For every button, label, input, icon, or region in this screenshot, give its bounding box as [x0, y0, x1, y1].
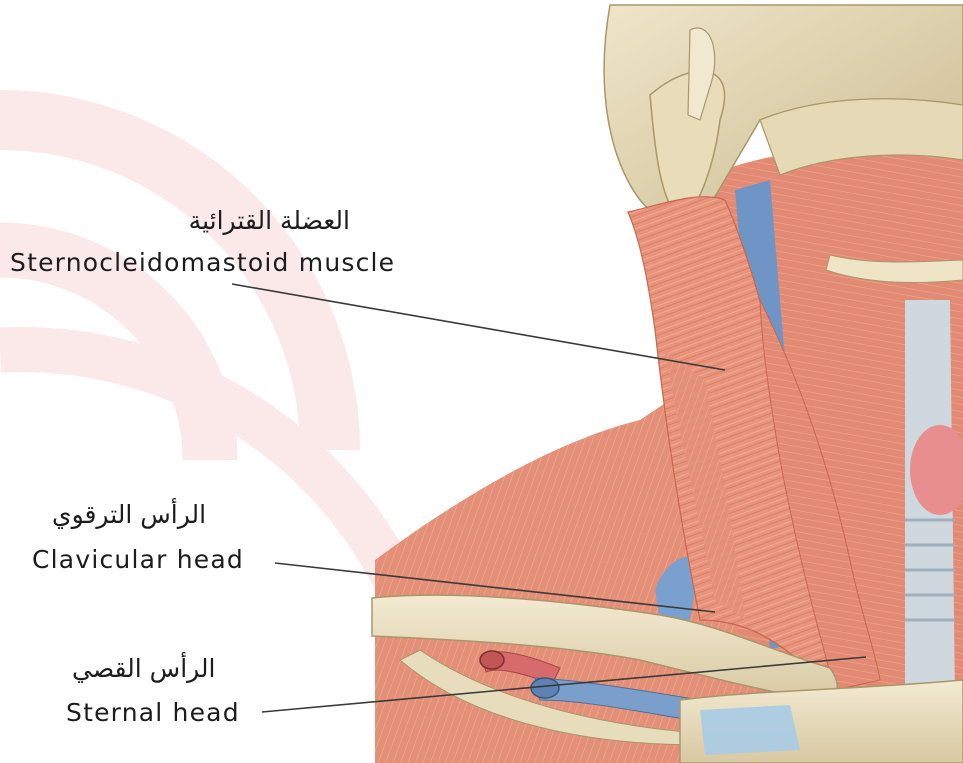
label-sternal-head-english: Sternal head: [66, 698, 240, 727]
label-sternal-head-arabic: الرأس القصي: [72, 654, 216, 683]
label-sternocleidomastoid-arabic: العضلة القترائية: [189, 206, 350, 235]
label-sternocleidomastoid-english: Sternocleidomastoid muscle: [10, 248, 395, 277]
sternoclavicular-joint-disc: [700, 705, 800, 755]
label-clavicular-head-arabic: الرأس الترقوي: [52, 500, 206, 529]
label-clavicular-head-english: Clavicular head: [32, 545, 244, 574]
